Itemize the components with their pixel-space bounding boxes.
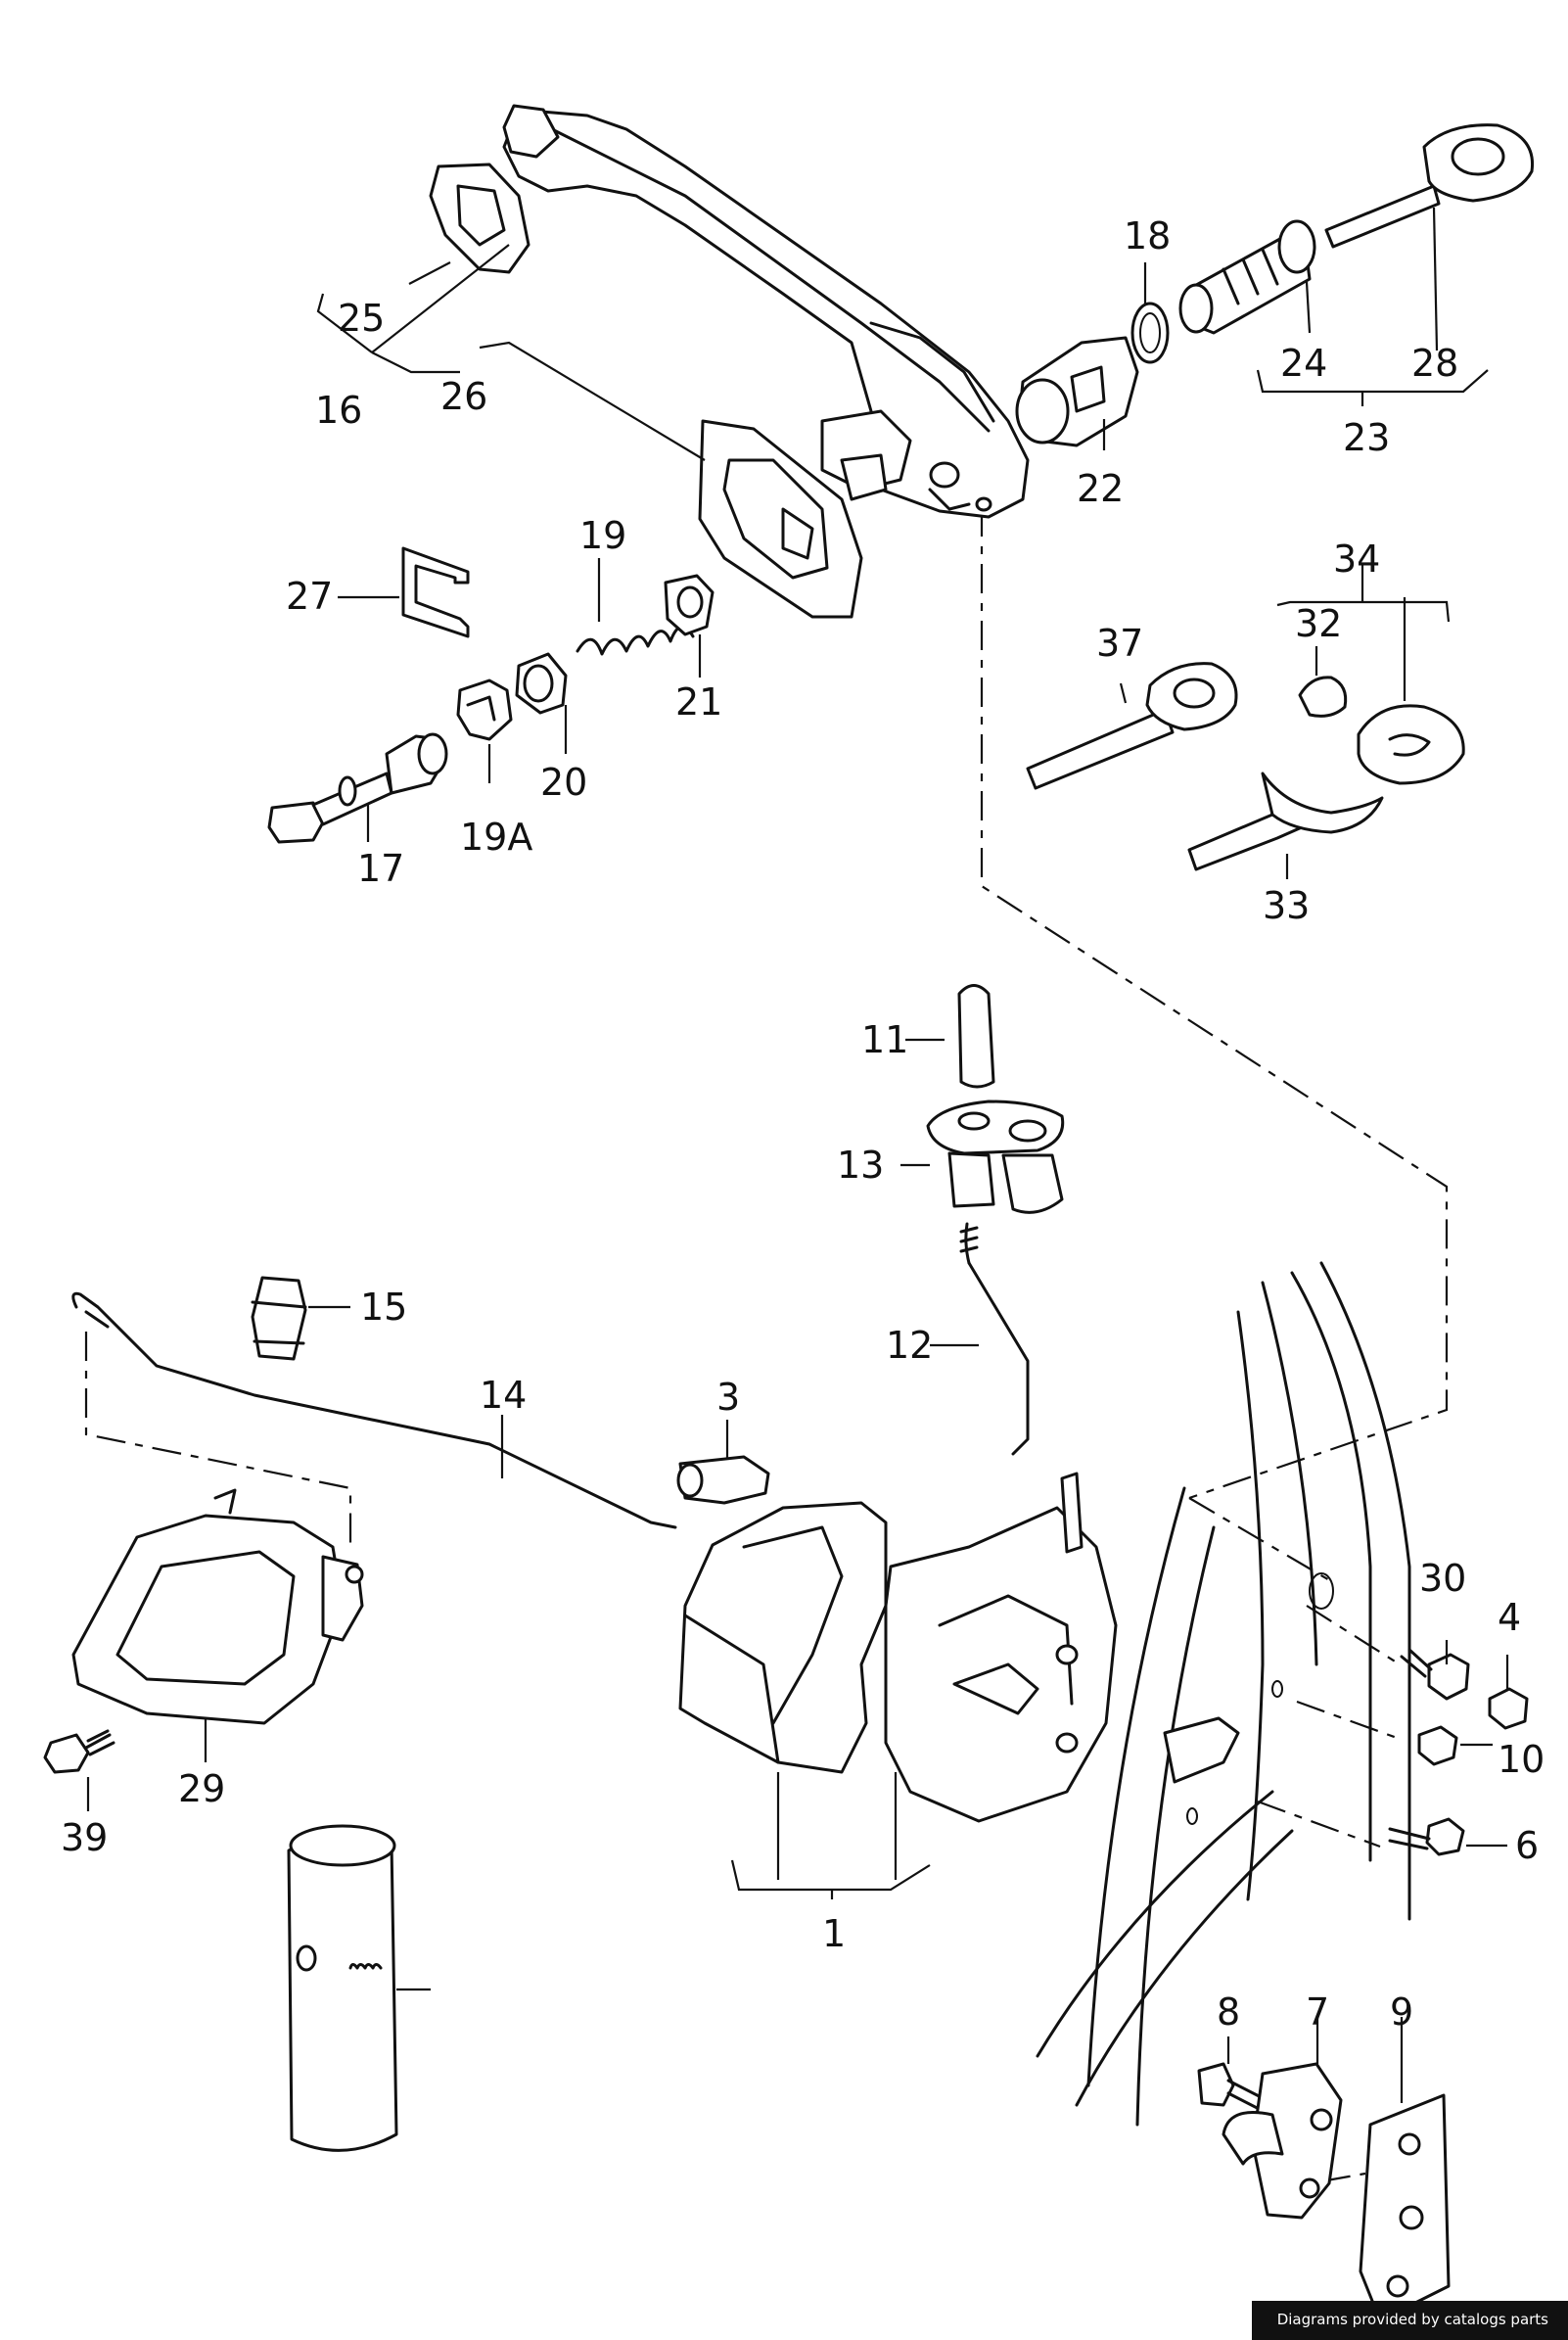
footer-credit: Diagrams provided by catalogs parts — [1251, 2301, 1568, 2340]
callout-19: 19 — [579, 514, 626, 557]
callout-8: 8 — [1217, 1990, 1240, 2034]
callout-18: 18 — [1124, 214, 1171, 257]
clip-15 — [251, 1276, 307, 1361]
callout-22: 22 — [1077, 467, 1124, 510]
striker-assembly — [1197, 2062, 1451, 2322]
inner-handle-29 — [71, 1488, 364, 1725]
callout-32: 33 — [1263, 884, 1310, 927]
callout-31: 32 — [1295, 602, 1342, 645]
callout-10: 10 — [1498, 1738, 1545, 1781]
callout-19a: 19A — [460, 816, 532, 859]
callout-3: 3 — [716, 1376, 740, 1419]
callout-1: 1 — [822, 1912, 846, 1955]
switch-3 — [676, 1455, 770, 1505]
lock-unit-1 — [678, 1472, 1118, 1823]
fasteners — [1388, 1648, 1529, 1856]
callout-24: 24 — [1280, 342, 1327, 385]
callout-26: 26 — [440, 375, 487, 418]
callout-9: 9 — [1390, 1990, 1413, 2034]
key-set — [1026, 662, 1465, 871]
callout-6: 6 — [1515, 1824, 1539, 1867]
callout-11: 11 — [861, 1018, 908, 1061]
lock-cylinder-key-set — [1015, 123, 1535, 447]
rod-14 — [71, 1291, 677, 1529]
callout-33: 34 — [1333, 538, 1380, 581]
lock-cylinder-internals — [267, 546, 715, 844]
callout-4: 4 — [1498, 1596, 1521, 1639]
screw-34 — [43, 1729, 115, 1774]
assembly-lines — [84, 507, 1449, 2183]
callout-14: 14 — [480, 1374, 527, 1417]
callout-12: 12 — [886, 1324, 933, 1367]
callout-30: 30 — [1419, 1557, 1466, 1600]
door-frame — [1036, 1261, 1411, 2127]
callout-34: 39 — [61, 1816, 108, 1859]
callout-29: 29 — [178, 1767, 225, 1810]
callout-13: 13 — [837, 1144, 884, 1187]
door-handle-assembly — [429, 104, 1030, 619]
lock-button-parts — [926, 984, 1065, 1456]
callout-labels: 25 16 26 27 19 21 20 19A 17 18 22 24 28 … — [61, 214, 1545, 2034]
callout-27: 27 — [286, 575, 333, 618]
callout-21: 21 — [675, 680, 722, 724]
callout-17: 17 — [357, 847, 404, 890]
callout-28: 28 — [1411, 342, 1458, 385]
callout-15: 15 — [360, 1286, 407, 1329]
callout-7: 7 — [1306, 1990, 1329, 2034]
callout-16: 16 — [315, 389, 362, 432]
callout-37: 37 — [1096, 622, 1143, 665]
callout-23: 23 — [1343, 416, 1390, 459]
container-39 — [287, 1824, 398, 2152]
callout-25: 25 — [338, 297, 385, 340]
leader-lines — [86, 207, 1509, 2103]
callout-20: 20 — [540, 761, 587, 804]
